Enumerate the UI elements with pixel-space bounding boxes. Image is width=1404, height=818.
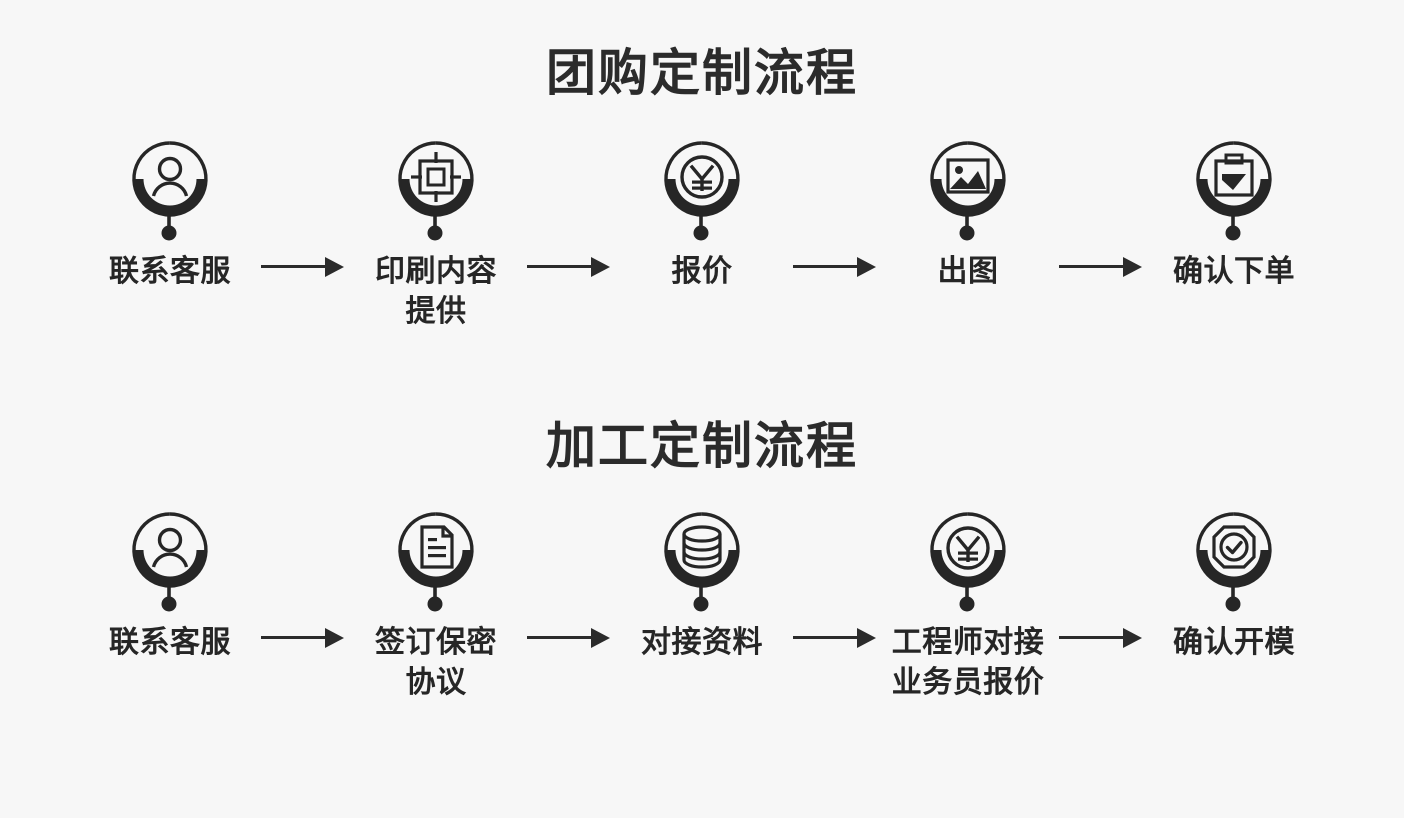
step-1-3: 报价 [617,134,787,292]
section-manufacturing-process: 加工定制流程 联系客服 [0,401,1404,702]
database-stack-icon [656,505,748,613]
picture-image-icon [922,134,1014,242]
step-row-1: 联系客服 [0,134,1404,331]
step-label: 工程师对接 业务员报价 [891,626,1045,699]
yuan-coin-price-icon [656,134,748,242]
customer-service-person-icon [124,134,216,242]
customer-service-person-icon [124,505,216,613]
arrow-icon [1053,623,1149,653]
step-2-3: 对接资料 [617,505,787,663]
step-label: 报价 [671,255,733,288]
step-1-2: 印刷内容 提供 [351,134,521,331]
step-label: 联系客服 [109,626,231,660]
section-group-buy-process: 团购定制流程 联系客服 [0,0,1404,331]
arrow-icon [521,623,617,653]
step-label: 出图 [937,255,999,288]
arrow-icon [255,252,351,282]
section-title-1: 团购定制流程 [546,45,858,101]
step-2-5: 确认开模 [1149,505,1319,663]
step-label: 对接资料 [641,626,763,660]
step-2-2: 签订保密 协议 [351,505,521,702]
step-2-4: 工程师对接 业务员报价 [883,505,1053,702]
step-row-2: 联系客服 [0,505,1404,702]
step-1-4: 出图 [883,134,1053,292]
section-title-2: 加工定制流程 [546,418,858,475]
step-label: 印刷内容 提供 [375,255,497,328]
yuan-coin-price-icon [922,505,1014,613]
clipboard-check-icon [1188,134,1280,242]
document-file-icon [390,505,482,613]
arrow-icon [1053,252,1149,282]
arrow-icon [787,252,883,282]
arrow-icon [255,623,351,653]
arrow-icon [787,623,883,653]
step-label: 签订保密 协议 [375,626,497,699]
badge-check-shield-icon [1188,505,1280,613]
step-label: 确认开模 [1173,626,1295,660]
print-crop-mark-icon [390,134,482,242]
step-label: 确认下单 [1173,255,1295,288]
step-label: 联系客服 [109,255,231,288]
step-2-1: 联系客服 [85,505,255,663]
step-1-5: 确认下单 [1149,134,1319,292]
arrow-icon [521,252,617,282]
step-1-1: 联系客服 [85,134,255,292]
